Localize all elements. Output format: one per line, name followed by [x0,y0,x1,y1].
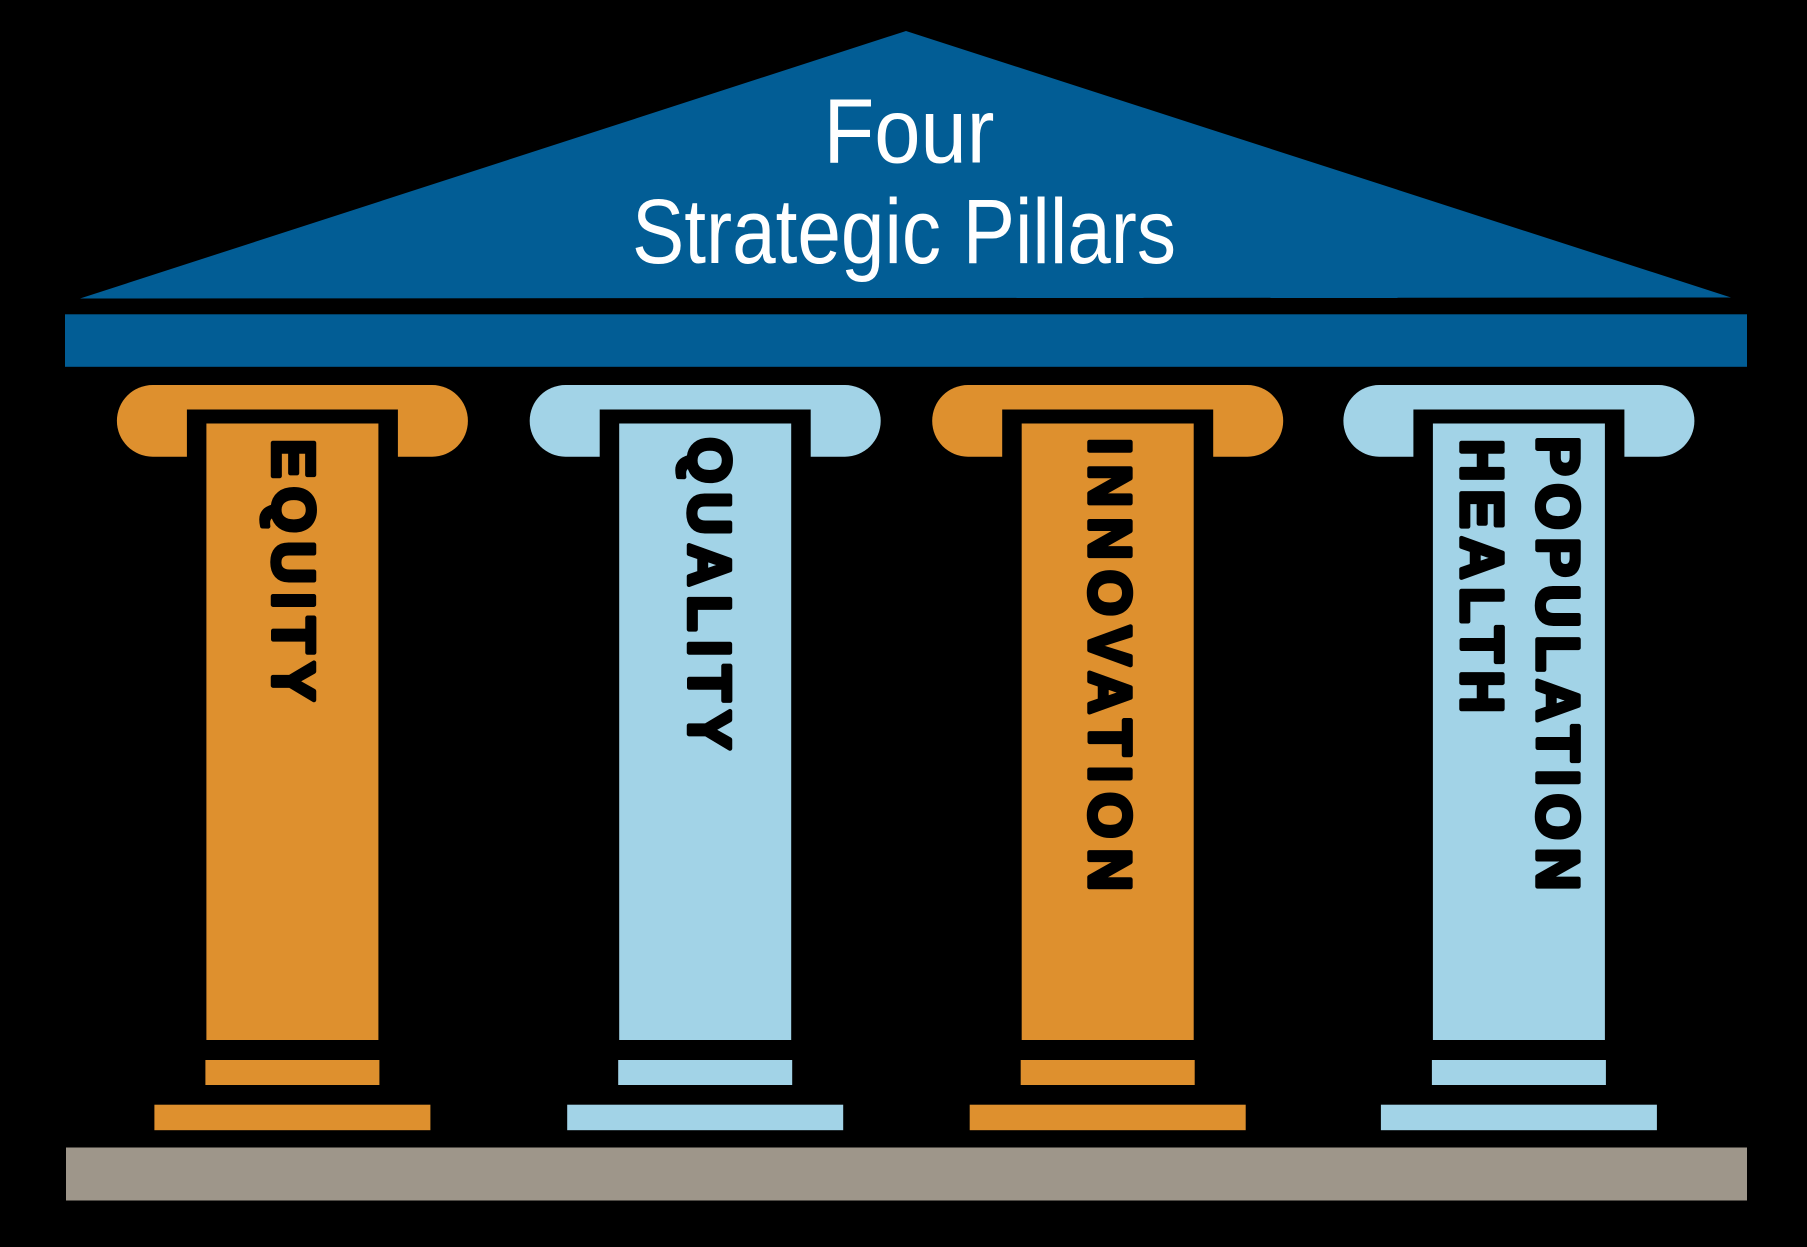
svg-text:Four: Four [824,81,995,183]
svg-text:Strategic Pillars: Strategic Pillars [632,181,1176,283]
svg-text:HEALTH: HEALTH [1449,439,1515,713]
svg-text:EQUITY: EQUITY [260,439,326,701]
svg-text:POPULATION: POPULATION [1525,436,1591,890]
